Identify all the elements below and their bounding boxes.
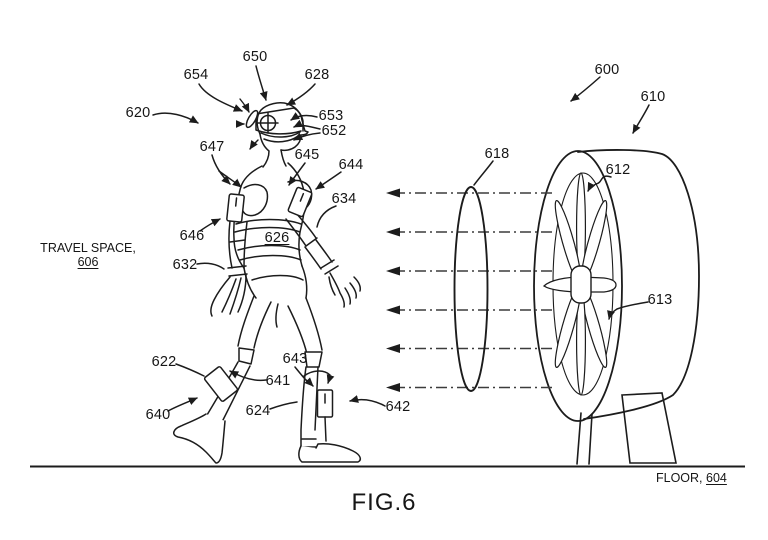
leader-613 xyxy=(607,301,649,320)
leader-622 xyxy=(175,363,205,377)
floor-text: FLOOR, xyxy=(656,471,707,485)
leader-640 xyxy=(167,397,198,412)
ref-label-640: 640 xyxy=(145,407,171,423)
ref-label-654: 654 xyxy=(183,67,209,83)
leader-643 xyxy=(294,366,307,381)
leader-628 xyxy=(286,83,316,106)
head-tracker-target xyxy=(257,112,279,134)
ref-label-652: 652 xyxy=(321,123,347,139)
leader-610 xyxy=(632,104,650,134)
ref-label-622: 622 xyxy=(151,354,177,370)
ref-label-610: 610 xyxy=(640,89,666,105)
leader-624 xyxy=(269,401,298,410)
fan-front-rim xyxy=(533,150,623,422)
fan-housing xyxy=(577,149,700,420)
ref-label-620: 620 xyxy=(125,105,151,121)
left-arm xyxy=(210,220,248,317)
ref-label-647: 647 xyxy=(199,139,225,155)
leader-600 xyxy=(570,76,601,102)
ref-label-600: 600 xyxy=(594,62,620,78)
leader-620 xyxy=(152,112,199,124)
fan-hub xyxy=(570,265,592,304)
leader-612 xyxy=(587,175,612,192)
ref-label-643: 643 xyxy=(282,351,308,367)
ref-label-626: 626 xyxy=(264,230,290,246)
ref-label-632: 632 xyxy=(172,257,198,273)
ref-label-646: 646 xyxy=(179,228,205,244)
left-leg xyxy=(173,295,272,464)
leader-643b xyxy=(303,370,335,384)
ref-label-634: 634 xyxy=(331,191,357,207)
travel-space-label: TRAVEL SPACE, 606 xyxy=(40,241,136,270)
head-tracking-arrows xyxy=(235,98,259,150)
leader-653 xyxy=(290,112,318,121)
leader-642 xyxy=(349,395,386,407)
ref-label-628: 628 xyxy=(304,67,330,83)
ref-label-645: 645 xyxy=(294,147,320,163)
leader-632 xyxy=(196,262,225,270)
leader-654 xyxy=(198,83,243,112)
leader-lines xyxy=(152,65,650,412)
leader-644 xyxy=(315,171,342,190)
leader-641 xyxy=(229,370,267,382)
leader-645 xyxy=(288,162,306,186)
hmd-visor xyxy=(255,107,304,143)
leader-646 xyxy=(199,218,221,232)
travel-space-text: TRAVEL SPACE, xyxy=(40,241,136,255)
ref-label-618: 618 xyxy=(484,146,510,162)
ref-label-642: 642 xyxy=(385,399,411,415)
head-disc xyxy=(245,109,259,129)
right-shin-sensor xyxy=(316,389,334,442)
leader-647 xyxy=(211,154,231,185)
right-leg xyxy=(287,297,362,463)
left-shin-sensor xyxy=(203,366,239,402)
leader-647b xyxy=(218,170,242,188)
ref-label-641: 641 xyxy=(265,373,291,389)
floor-ref: 604 xyxy=(706,471,727,485)
leader-652b xyxy=(293,132,321,141)
right-arm xyxy=(285,212,361,308)
airflow-ellipse xyxy=(453,186,489,392)
ref-label-624: 624 xyxy=(245,403,271,419)
figure-caption: FIG.6 xyxy=(351,489,417,516)
travel-space-ref: 606 xyxy=(77,254,99,269)
leader-618 xyxy=(473,160,494,186)
ref-label-644: 644 xyxy=(338,157,364,173)
ref-label-613: 613 xyxy=(647,292,673,308)
fan-stand xyxy=(576,392,677,465)
leader-634 xyxy=(316,205,337,228)
airflow-arrows xyxy=(386,188,552,392)
fan xyxy=(533,149,700,465)
sensors xyxy=(203,186,334,442)
floor-label: FLOOR, 604 xyxy=(656,471,727,485)
leader-652a xyxy=(293,119,321,130)
leader-650 xyxy=(255,65,268,101)
ref-label-650: 650 xyxy=(242,49,268,65)
right-elbow-sensor xyxy=(287,186,313,218)
ref-label-612: 612 xyxy=(605,162,631,178)
ref-label-653: 653 xyxy=(318,108,344,124)
leader-643a xyxy=(304,377,314,387)
left-elbow-sensor xyxy=(226,193,245,223)
